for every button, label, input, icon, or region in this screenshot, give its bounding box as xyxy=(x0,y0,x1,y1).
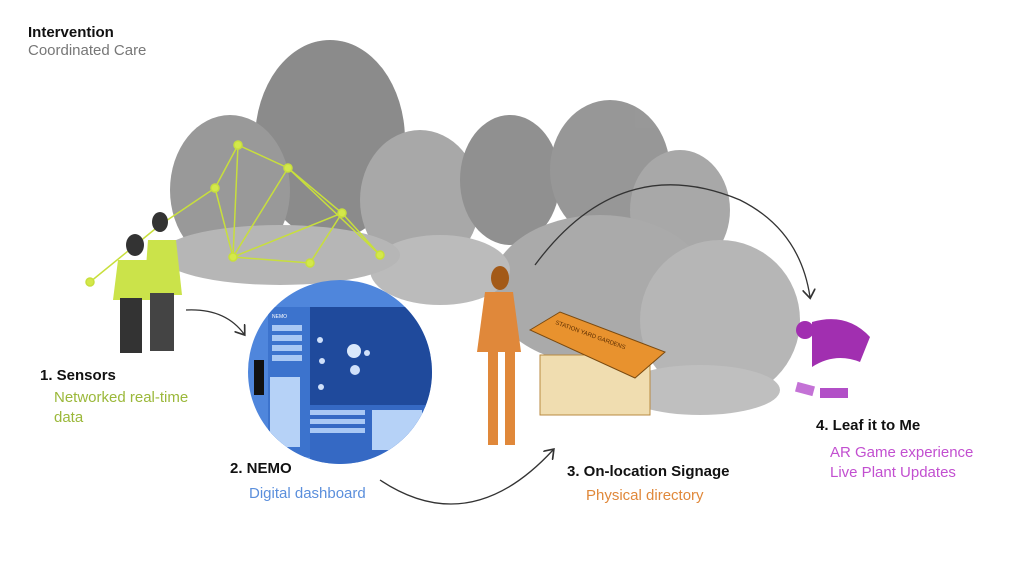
step-1-label: 1. Sensors xyxy=(40,367,116,384)
person-ar-game xyxy=(795,319,870,398)
page-title: Intervention xyxy=(28,24,114,41)
step-1-description: Networked real-time data xyxy=(54,388,188,428)
person-signage xyxy=(477,266,521,445)
step-4-label: 4. Leaf it to Me xyxy=(816,417,921,434)
people-sensors xyxy=(113,212,182,353)
step-3-description: Physical directory xyxy=(586,487,704,504)
page-subtitle: Coordinated Care xyxy=(28,42,147,59)
step-2-label: 2. NEMO xyxy=(230,460,292,477)
step-4-line: AR Game experience xyxy=(830,444,974,461)
step-1-line: data xyxy=(54,409,84,426)
step-2-description: Digital dashboard xyxy=(249,485,366,502)
arrow-sensors-to-nemo xyxy=(185,309,244,334)
step-4-line: Live Plant Updates xyxy=(830,464,956,481)
arrow-signage-to-ar xyxy=(534,184,810,297)
step-1-line: Networked real-time xyxy=(54,389,189,406)
step-4-description: AR Game experience Live Plant Updates xyxy=(830,443,973,483)
dashboard-title: NEMO xyxy=(272,314,287,320)
signage-board xyxy=(528,311,666,416)
step-3-label: 3. On-location Signage xyxy=(567,463,730,480)
arrow-nemo-to-signage xyxy=(379,450,553,505)
sensor-network xyxy=(85,140,385,287)
